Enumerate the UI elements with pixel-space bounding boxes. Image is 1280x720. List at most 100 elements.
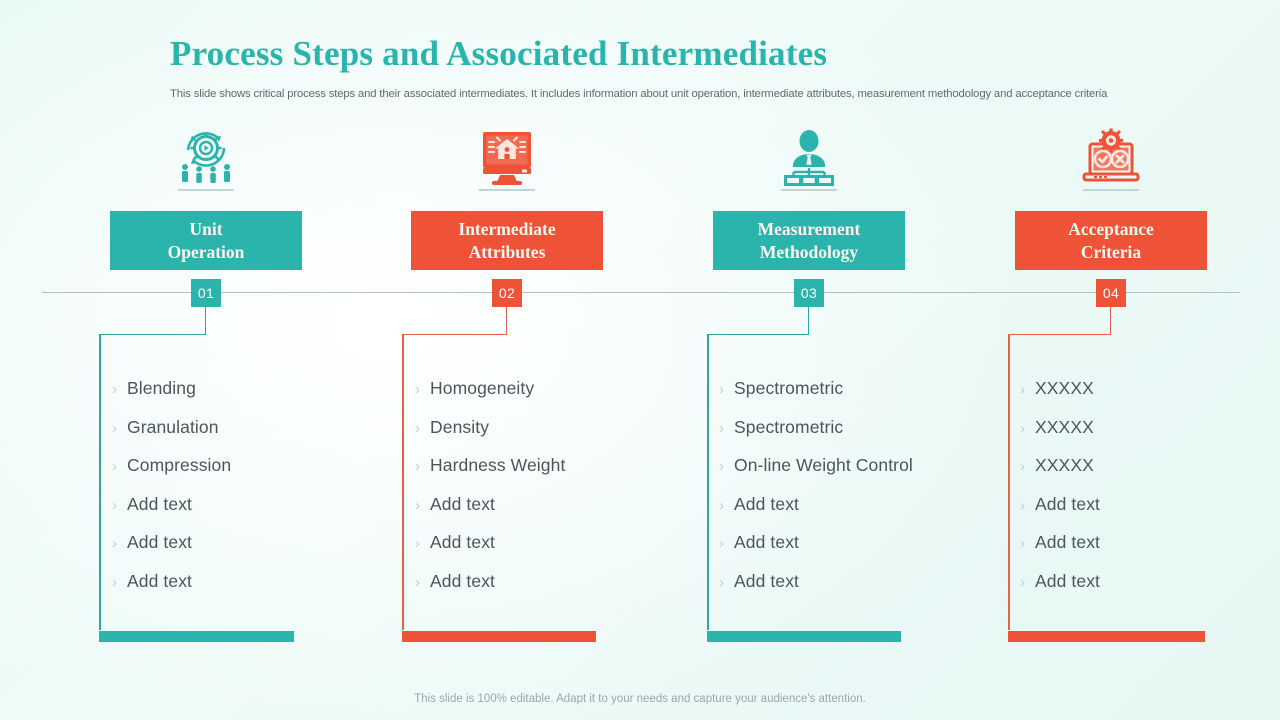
process-column-1: Unit Operation 01 ›Blending ›Granulation… — [56, 0, 356, 720]
icon-underline — [178, 189, 234, 191]
chevron-right-icon: › — [415, 496, 420, 514]
monitor-house-icon — [357, 126, 657, 188]
chevron-right-icon: › — [112, 381, 117, 398]
connector-edge — [99, 334, 101, 630]
list-item[interactable]: ›On-line Weight Control — [719, 455, 979, 494]
list-item[interactable]: › Spectrometric — [719, 378, 979, 417]
connector-stem — [1110, 307, 1111, 335]
slide-footer-note: This slide is 100% editable. Adapt it to… — [414, 693, 866, 705]
process-column-2: Intermediate Attributes 02 ›Homogeneity … — [357, 0, 657, 720]
heading-line-1: Intermediate — [458, 218, 556, 239]
connector-elbow — [99, 334, 206, 335]
list-item[interactable]: › Add text — [1020, 532, 1280, 571]
laptop-gear-check-cross-icon — [961, 126, 1261, 188]
chevron-right-icon: › — [112, 419, 117, 437]
heading-line-1: Acceptance — [1068, 218, 1154, 239]
chevron-right-icon: › — [112, 458, 117, 475]
connector-elbow — [402, 334, 507, 335]
chevron-right-icon: › — [719, 419, 724, 437]
list-item[interactable]: › XXXXX — [1020, 417, 1280, 456]
list-item[interactable]: ›Add text — [719, 532, 979, 571]
connector-edge — [707, 334, 709, 630]
chevron-right-icon: › — [1020, 458, 1025, 475]
list-item[interactable]: ›Homogeneity — [415, 378, 675, 417]
list-item[interactable]: ›Add text — [112, 571, 372, 610]
list-item-label: Add text — [734, 493, 800, 514]
list-item-label: Spectrometric — [734, 416, 844, 437]
column-bottom-bar — [402, 631, 596, 642]
step-badge-2[interactable]: 02 — [492, 279, 522, 307]
list-item-label: Add text — [734, 570, 800, 591]
step-badge-1[interactable]: 01 — [191, 279, 221, 307]
chevron-right-icon: › — [112, 535, 117, 552]
list-item-label: Blending — [127, 378, 196, 398]
list-item-label: Add text — [127, 493, 193, 514]
list-item-label: Density — [430, 416, 490, 437]
connector-stem — [506, 307, 507, 335]
item-list-1: ›Blending ›Granulation ›Compression ›Add… — [112, 378, 372, 609]
column-heading-2: Intermediate Attributes — [411, 211, 603, 270]
list-item[interactable]: › Add text — [1020, 571, 1280, 610]
list-item[interactable]: ›Add text — [415, 532, 675, 571]
list-item-label: Add text — [1035, 493, 1101, 514]
list-item[interactable]: › Add text — [719, 571, 979, 610]
list-item-label: Spectrometric — [734, 378, 844, 398]
chevron-right-icon: › — [415, 458, 420, 475]
heading-line-1: Measurement — [757, 218, 861, 239]
connector-stem — [205, 307, 206, 335]
chevron-right-icon: › — [1020, 535, 1025, 552]
list-item-label: Compression — [127, 455, 232, 475]
list-item[interactable]: › XXXXX — [1020, 378, 1280, 417]
list-item[interactable]: ›Add text — [415, 571, 675, 610]
list-item[interactable]: › Add text — [1020, 494, 1280, 533]
list-item[interactable]: › Add text — [415, 494, 675, 533]
heading-line-1: Unit — [189, 218, 223, 239]
list-item[interactable]: ›Hardness Weight — [415, 455, 675, 494]
chevron-right-icon: › — [112, 573, 117, 591]
list-item[interactable]: › Spectrometric — [719, 417, 979, 456]
page-subtitle: This slide shows critical process steps … — [170, 88, 1108, 100]
list-item-label: XXXXX — [1035, 378, 1094, 398]
list-item-label: XXXXX — [1035, 416, 1094, 437]
column-bottom-bar — [99, 631, 294, 642]
gear-cycle-people-icon — [56, 126, 356, 188]
list-item-label: Add text — [430, 493, 496, 514]
item-list-2: ›Homogeneity ›Density ›Hardness Weight ›… — [415, 378, 675, 609]
list-item-label: Add text — [1035, 570, 1101, 591]
list-item[interactable]: ›Add text — [112, 532, 372, 571]
process-column-3: Measurement Methodology 03 › Spectrometri… — [659, 0, 959, 720]
step-badge-3[interactable]: 03 — [794, 279, 824, 307]
list-item[interactable]: › Compression — [112, 455, 372, 494]
list-item[interactable]: › Add text — [719, 494, 979, 533]
chevron-right-icon: › — [719, 573, 724, 591]
chevron-right-icon: › — [719, 496, 724, 514]
heading-line-2: Criteria — [1080, 241, 1142, 262]
column-bottom-bar — [1008, 631, 1205, 642]
chevron-right-icon: › — [1020, 419, 1025, 437]
connector-stem — [808, 307, 809, 335]
column-heading-3: Measurement Methodology — [713, 211, 905, 270]
item-list-4: ›XXXXX ›XXXXX ›XXXXX ›Add text ›Add text… — [1020, 378, 1280, 609]
list-item[interactable]: ›XXXXX — [1020, 455, 1280, 494]
list-item[interactable]: › Blending — [112, 378, 372, 417]
icon-underline — [479, 189, 535, 191]
chevron-right-icon: › — [1020, 381, 1025, 398]
chevron-right-icon: › — [1020, 573, 1025, 591]
chevron-right-icon: › — [719, 381, 724, 398]
column-heading-4: Acceptance Criteria — [1015, 211, 1207, 270]
icon-underline — [781, 189, 837, 191]
list-item-label: Add text — [430, 570, 496, 591]
column-heading-1: Unit Operation — [110, 211, 302, 270]
list-item[interactable]: ›Density — [415, 417, 675, 456]
list-item-label: Add text — [1035, 532, 1101, 552]
list-item-label: Add text — [734, 532, 800, 552]
list-item-label: On-line Weight Control — [734, 455, 913, 475]
chevron-right-icon: › — [1020, 496, 1025, 514]
step-badge-4[interactable]: 04 — [1096, 279, 1126, 307]
list-item[interactable]: ›Add text — [112, 494, 372, 533]
column-bottom-bar — [707, 631, 901, 642]
list-item[interactable]: ›Granulation — [112, 417, 372, 456]
chevron-right-icon: › — [415, 381, 420, 398]
heading-line-2: Methodology — [759, 241, 859, 262]
